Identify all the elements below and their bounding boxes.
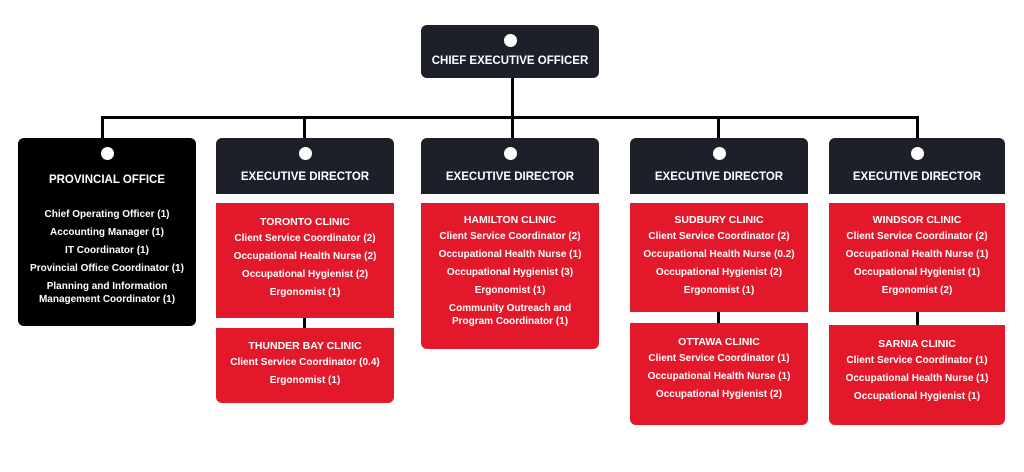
clinic-content: THUNDER BAY CLINIC Client Service Coordi… bbox=[220, 340, 390, 392]
clinic-role: Occupational Health Nurse (2) bbox=[233, 251, 377, 262]
clinic-role: Client Service Coordinator (1) bbox=[846, 355, 988, 366]
provincial-avatar-icon bbox=[100, 147, 114, 160]
executive-director-box: EXECUTIVE DIRECTOR bbox=[421, 138, 599, 194]
clinic-content: HAMILTON CLINIC Client Service Coordinat… bbox=[425, 214, 595, 333]
provincial-role: Provincial Office Coordinator (1) bbox=[30, 263, 184, 274]
clinic-role: Occupational Hygienist (1) bbox=[853, 391, 981, 402]
clinic-content: SUDBURY CLINIC Client Service Coordinato… bbox=[634, 214, 804, 302]
connector-windsor-sarnia bbox=[916, 312, 919, 332]
clinic-content: SARNIA CLINIC Client Service Coordinator… bbox=[833, 338, 1001, 408]
clinic-role: Ergonomist (1) bbox=[683, 285, 755, 296]
clinic-role: Occupational Health Nurse (0.2) bbox=[643, 249, 795, 260]
provincial-role: IT Coordinator (1) bbox=[65, 245, 149, 256]
connector-toronto-thunderbay bbox=[303, 318, 306, 332]
ceo-title: CHIEF EXECUTIVE OFFICER bbox=[431, 55, 589, 67]
connector-col2 bbox=[511, 116, 514, 140]
provincial-roles: Chief Operating Officer (1) Accounting M… bbox=[22, 208, 192, 311]
executive-director-box: EXECUTIVE DIRECTOR bbox=[829, 138, 1005, 194]
ceo-box: CHIEF EXECUTIVE OFFICER bbox=[421, 25, 599, 78]
clinic-role: Ergonomist (1) bbox=[269, 287, 341, 298]
clinic-content: WINDSOR CLINIC Client Service Coordinato… bbox=[833, 214, 1001, 302]
executive-director-title: EXECUTIVE DIRECTOR bbox=[852, 171, 982, 183]
connector-sudbury-ottawa bbox=[717, 312, 720, 330]
connector-col3 bbox=[717, 116, 720, 140]
clinic-role: Community Outreach and Program Coordinat… bbox=[448, 303, 572, 327]
executive-director-title: EXECUTIVE DIRECTOR bbox=[240, 171, 370, 183]
clinic-role: Ergonomist (2) bbox=[881, 285, 953, 296]
clinic-name: TORONTO CLINIC bbox=[259, 216, 351, 228]
director-avatar-icon bbox=[910, 147, 924, 160]
executive-director-title: EXECUTIVE DIRECTOR bbox=[445, 171, 575, 183]
clinic-name: OTTAWA CLINIC bbox=[678, 336, 760, 348]
clinic-box-sarnia: SARNIA CLINIC Client Service Coordinator… bbox=[829, 325, 1005, 425]
connector-col1 bbox=[303, 116, 306, 140]
clinic-name: SUDBURY CLINIC bbox=[674, 214, 764, 226]
clinic-content: TORONTO CLINIC Client Service Coordinato… bbox=[220, 216, 390, 304]
clinic-role: Occupational Hygienist (2) bbox=[655, 267, 783, 278]
clinic-role: Ergonomist (1) bbox=[474, 285, 546, 296]
connector-ceo-down bbox=[511, 78, 514, 118]
clinic-box-thunder-bay: THUNDER BAY CLINIC Client Service Coordi… bbox=[216, 328, 394, 403]
clinic-role: Occupational Hygienist (1) bbox=[853, 267, 981, 278]
provincial-office-title: PROVINCIAL OFFICE bbox=[48, 174, 166, 186]
clinic-name: THUNDER BAY CLINIC bbox=[248, 340, 362, 352]
connector-provincial bbox=[101, 116, 104, 140]
clinic-role: Occupational Hygienist (2) bbox=[241, 269, 369, 280]
connector-col4 bbox=[916, 116, 919, 140]
clinic-role: Occupational Hygienist (2) bbox=[655, 389, 783, 400]
provincial-role: Planning and Information Management Coor… bbox=[38, 281, 176, 305]
clinic-role: Client Service Coordinator (0.4) bbox=[230, 357, 380, 368]
provincial-office-box: PROVINCIAL OFFICE Chief Operating Office… bbox=[18, 138, 196, 326]
clinic-role: Occupational Health Nurse (1) bbox=[845, 373, 989, 384]
clinic-box-sudbury: SUDBURY CLINIC Client Service Coordinato… bbox=[630, 203, 808, 312]
executive-director-box: EXECUTIVE DIRECTOR bbox=[630, 138, 808, 194]
clinic-name: HAMILTON CLINIC bbox=[463, 214, 557, 226]
director-avatar-icon bbox=[712, 147, 726, 160]
director-avatar-icon bbox=[298, 147, 312, 160]
clinic-role: Occupational Health Nurse (1) bbox=[845, 249, 989, 260]
clinic-role: Client Service Coordinator (2) bbox=[846, 231, 988, 242]
clinic-role: Client Service Coordinator (1) bbox=[648, 353, 790, 364]
director-avatar-icon bbox=[503, 147, 517, 160]
clinic-role: Occupational Hygienist (3) bbox=[446, 267, 574, 278]
clinic-role: Occupational Health Nurse (1) bbox=[438, 249, 582, 260]
connector-horizontal bbox=[101, 116, 918, 119]
clinic-box-ottawa: OTTAWA CLINIC Client Service Coordinator… bbox=[630, 323, 808, 425]
clinic-role: Client Service Coordinator (2) bbox=[439, 231, 581, 242]
clinic-name: WINDSOR CLINIC bbox=[872, 214, 962, 226]
clinic-role: Occupational Health Nurse (1) bbox=[647, 371, 791, 382]
executive-director-title: EXECUTIVE DIRECTOR bbox=[654, 171, 784, 183]
executive-director-box: EXECUTIVE DIRECTOR bbox=[216, 138, 394, 194]
clinic-box-hamilton: HAMILTON CLINIC Client Service Coordinat… bbox=[421, 203, 599, 349]
clinic-box-windsor: WINDSOR CLINIC Client Service Coordinato… bbox=[829, 203, 1005, 312]
clinic-role: Client Service Coordinator (2) bbox=[234, 233, 376, 244]
clinic-box-toronto: TORONTO CLINIC Client Service Coordinato… bbox=[216, 203, 394, 318]
provincial-role: Accounting Manager (1) bbox=[50, 227, 164, 238]
clinic-role: Client Service Coordinator (2) bbox=[648, 231, 790, 242]
provincial-role: Chief Operating Officer (1) bbox=[44, 209, 170, 220]
ceo-avatar-icon bbox=[503, 34, 517, 47]
clinic-content: OTTAWA CLINIC Client Service Coordinator… bbox=[634, 336, 804, 406]
clinic-name: SARNIA CLINIC bbox=[878, 338, 956, 350]
clinic-role: Ergonomist (1) bbox=[269, 375, 341, 386]
